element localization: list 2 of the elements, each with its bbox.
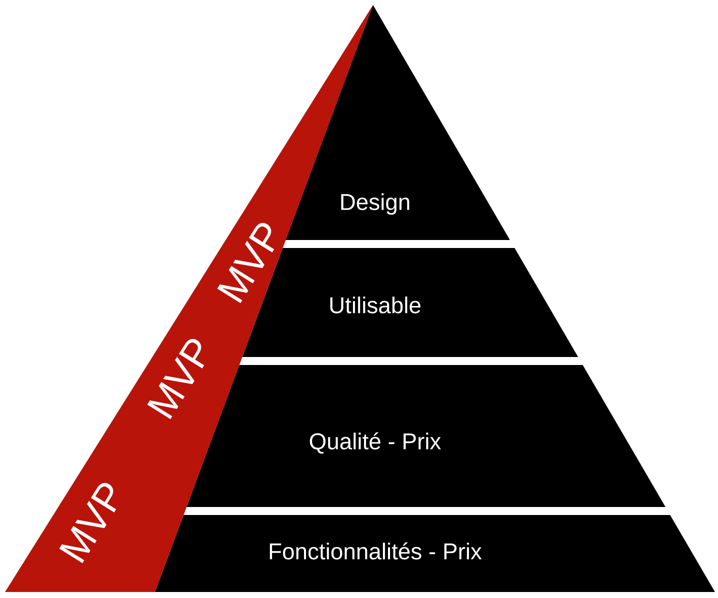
pyramid-level: Design — [286, 5, 510, 240]
pyramid-level: Fonctionnalités - Prix — [155, 514, 715, 592]
